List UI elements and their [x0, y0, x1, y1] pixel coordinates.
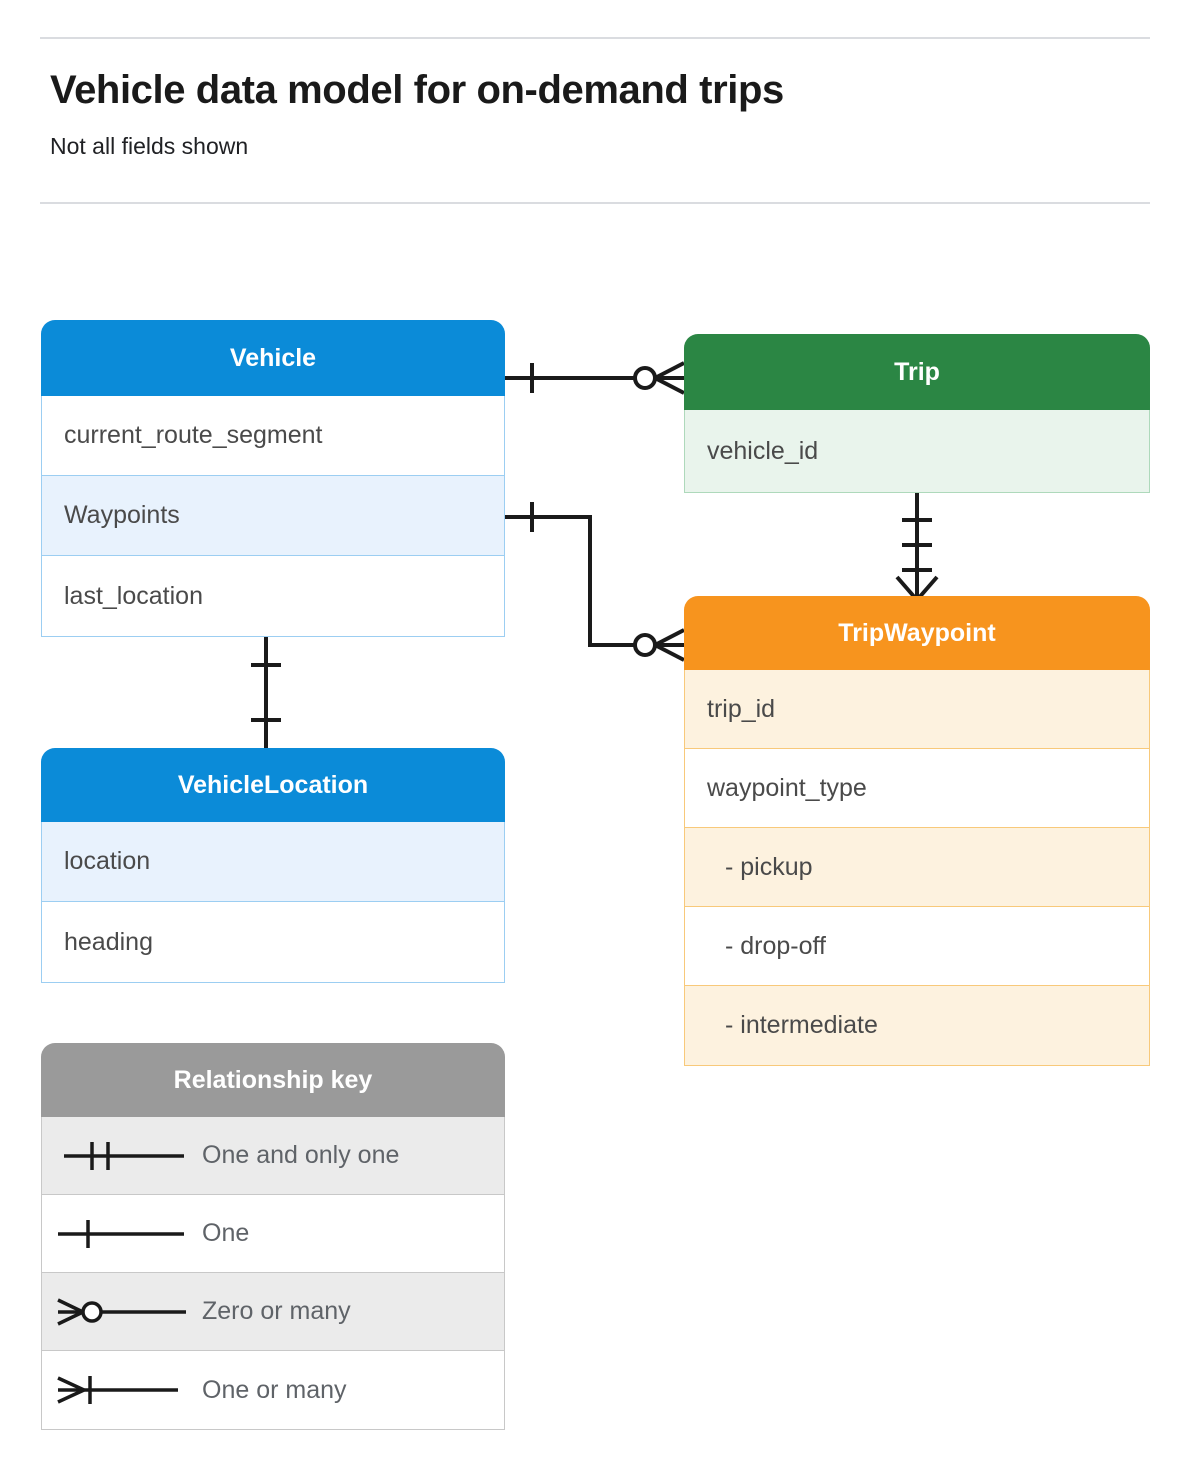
legend-row[interactable]: One — [42, 1195, 504, 1273]
entity-tripwaypoint-fields: trip_id waypoint_type - pickup - drop-of… — [684, 670, 1150, 1066]
legend-row[interactable]: One or many — [42, 1351, 504, 1429]
connector-waypoints-tripwaypoint — [505, 515, 634, 647]
legend-label: One — [202, 1219, 250, 1247]
legend-title: Relationship key — [41, 1043, 505, 1117]
legend-row[interactable]: One and only one — [42, 1117, 504, 1195]
entity-vehicle-title: Vehicle — [41, 320, 505, 396]
one-or-many-icon — [42, 1351, 202, 1429]
legend-label: One or many — [202, 1375, 347, 1404]
field-row[interactable]: - pickup — [685, 828, 1149, 907]
entity-tripwaypoint-title: TripWaypoint — [684, 596, 1150, 670]
field-row[interactable]: location — [42, 822, 504, 902]
one-icon — [42, 1195, 202, 1272]
field-row[interactable]: heading — [42, 902, 504, 982]
legend-row[interactable]: Zero or many — [42, 1273, 504, 1351]
entity-vehicle-fields: current_route_segment Waypoints last_loc… — [41, 396, 505, 637]
header-divider-bottom — [40, 202, 1150, 204]
entity-trip[interactable]: Trip vehicle_id — [684, 334, 1150, 493]
field-row[interactable]: vehicle_id — [685, 410, 1149, 492]
field-row[interactable]: Waypoints — [42, 476, 504, 556]
header-divider-top — [40, 37, 1150, 39]
field-row[interactable]: - intermediate — [685, 986, 1149, 1065]
field-row[interactable]: current_route_segment — [42, 396, 504, 476]
page-title: Vehicle data model for on-demand trips — [50, 68, 784, 112]
entity-vehiclelocation[interactable]: VehicleLocation location heading — [41, 748, 505, 983]
entity-vehicle[interactable]: Vehicle current_route_segment Waypoints … — [41, 320, 505, 637]
field-row[interactable]: trip_id — [685, 670, 1149, 749]
field-row[interactable]: waypoint_type — [685, 749, 1149, 828]
relationship-key-legend[interactable]: Relationship key One and only one — [41, 1043, 505, 1430]
page-subtitle: Not all fields shown — [50, 133, 249, 159]
entity-tripwaypoint[interactable]: TripWaypoint trip_id waypoint_type - pic… — [684, 596, 1150, 1066]
entity-trip-fields: vehicle_id — [684, 410, 1150, 493]
legend-label: Zero or many — [202, 1297, 351, 1325]
entity-trip-title: Trip — [684, 334, 1150, 410]
field-row[interactable]: - drop-off — [685, 907, 1149, 986]
entity-vehiclelocation-title: VehicleLocation — [41, 748, 505, 822]
entity-vehiclelocation-fields: location heading — [41, 822, 505, 983]
one-and-only-one-icon — [42, 1117, 202, 1194]
legend-rows: One and only one One — [41, 1117, 505, 1430]
field-row[interactable]: last_location — [42, 556, 504, 636]
legend-label: One and only one — [202, 1141, 400, 1169]
zero-or-many-icon — [42, 1273, 202, 1350]
